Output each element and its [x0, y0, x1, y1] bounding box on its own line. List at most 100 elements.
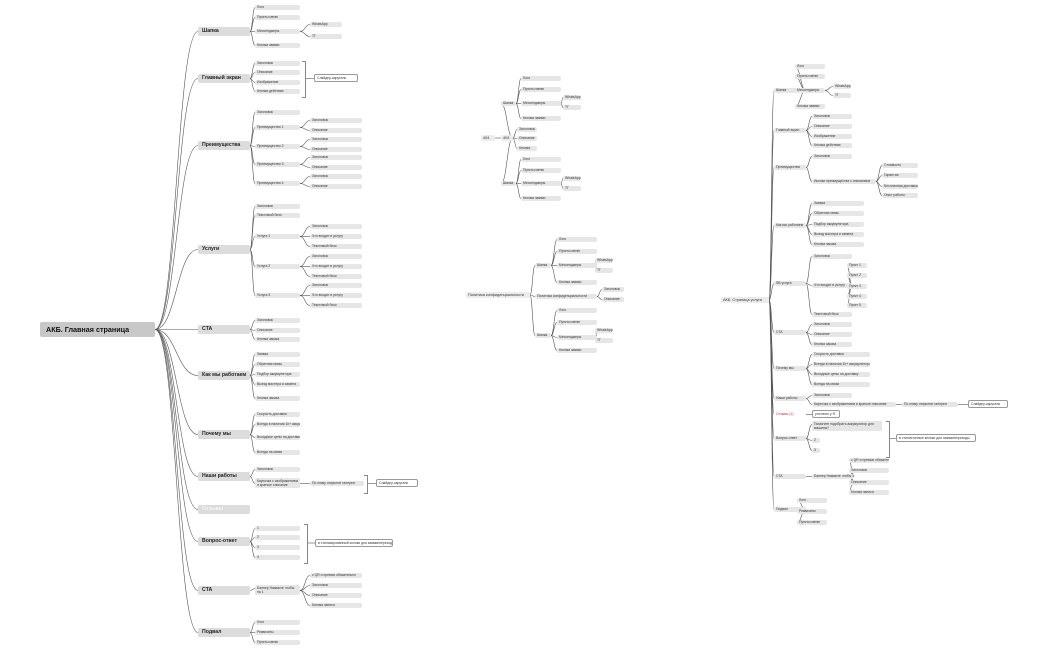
mind-map-node[interactable]: Мессенджеры: [255, 29, 300, 34]
service-section-how[interactable]: Как мы работаем: [774, 223, 806, 228]
mind-map-node[interactable]: ТГ: [563, 105, 581, 110]
mind-map-node[interactable]: Пункты меню: [557, 249, 597, 254]
service-sub[interactable]: Что входит в услугу: [310, 264, 362, 269]
mind-map-node[interactable]: Описание: [812, 332, 852, 337]
mind-map-node[interactable]: Пункт 4: [847, 294, 867, 299]
mind-map-node[interactable]: Всегда в наличии 1k+ аккумуляторов: [812, 362, 870, 367]
service-section-advantages[interactable]: Преимущества: [774, 165, 806, 170]
mind-map-node[interactable]: Описание: [517, 136, 537, 141]
mind-map-node[interactable]: Заявка: [812, 201, 864, 206]
mind-map-node[interactable]: Подбор аккумулятора: [812, 222, 864, 227]
mind-map-node[interactable]: Пункты меню: [797, 520, 827, 525]
mind-map-node[interactable]: Бесплатная доставка: [882, 184, 918, 189]
rs-faq-1[interactable]: Помогите подобрать аккумулятор для машин…: [812, 421, 882, 431]
adv-sub-desc[interactable]: Описание: [310, 184, 362, 189]
mind-map-node[interactable]: Пункты меню: [521, 87, 561, 92]
mind-map-node[interactable]: Заголовок: [310, 583, 362, 588]
section-faq[interactable]: Вопрос-ответ: [198, 537, 250, 546]
service-section-header[interactable]: Шапка: [774, 88, 806, 93]
section-reviews[interactable]: Отзывы: [198, 505, 250, 514]
root-node-404[interactable]: 404: [481, 135, 495, 141]
section-advantages[interactable]: Преимущества: [198, 141, 250, 150]
mind-map-node[interactable]: Лого: [521, 157, 561, 162]
mind-map-node[interactable]: ТГ: [595, 268, 613, 273]
rs-faq-3[interactable]: 3: [812, 448, 820, 453]
adv-sub-desc[interactable]: Описание: [310, 147, 362, 152]
mind-map-node[interactable]: Кнопка записи: [849, 490, 889, 495]
privacy-header[interactable]: Шапка: [535, 263, 551, 268]
mind-map-node[interactable]: Обратная связь: [812, 211, 864, 216]
mind-map-node[interactable]: Пункт 1: [847, 263, 867, 268]
mind-map-node[interactable]: WhatsApp: [310, 22, 342, 27]
mind-map-node[interactable]: Всегда на связи: [812, 382, 870, 387]
mind-map-node[interactable]: Изображение: [812, 134, 852, 139]
mind-map-node[interactable]: Заголовок: [812, 114, 852, 119]
mind-map-node[interactable]: Кнопка записи: [310, 603, 362, 608]
mind-map-node[interactable]: Пункт 2: [847, 273, 867, 278]
mind-map-node[interactable]: с QR и превью обязательно: [310, 573, 362, 578]
mind-map-node[interactable]: Реквизиты: [255, 630, 300, 635]
mind-map-node[interactable]: Подбор аккумулятора: [255, 372, 300, 377]
mind-map-node[interactable]: ТГ: [595, 338, 613, 343]
mind-map-node[interactable]: Описание: [310, 593, 362, 598]
mind-map-node[interactable]: Описание: [812, 124, 852, 129]
mind-map-node[interactable]: Мессенджеры: [521, 181, 561, 186]
mind-map-node[interactable]: Заголовок: [517, 127, 537, 132]
adv-sub-title[interactable]: Заголовок: [310, 137, 362, 142]
mind-map-node[interactable]: Всегда на связи: [255, 450, 300, 455]
mind-map-node[interactable]: 2: [255, 535, 300, 540]
rs-adv-icons[interactable]: Иконки преимущества с описанием: [812, 179, 876, 184]
service-sub[interactable]: Текстовый блок: [310, 274, 362, 279]
mind-map-node[interactable]: Описание: [602, 297, 624, 302]
mind-map-node[interactable]: WhatsApp: [563, 95, 581, 100]
mind-map-node[interactable]: Пункты меню: [557, 320, 597, 325]
page404-header[interactable]: Шапка: [501, 101, 516, 106]
adv-sub-desc[interactable]: Описание: [310, 128, 362, 133]
mind-map-node[interactable]: ТГ: [563, 186, 581, 191]
rs-seo-text[interactable]: Текстовый блок: [812, 312, 852, 317]
mind-map-node[interactable]: Скорость доставки: [255, 412, 300, 417]
mind-map-node[interactable]: Заголовок: [255, 61, 300, 66]
root-node-home[interactable]: АКБ. Главная страница: [40, 322, 155, 337]
mind-map-node[interactable]: Пункты меню: [521, 168, 561, 173]
mind-map-node[interactable]: Мессенджеры: [795, 88, 825, 93]
mind-map-node[interactable]: 4: [255, 555, 300, 560]
section-footer[interactable]: Подвал: [198, 628, 250, 637]
privacy-section[interactable]: Политика конфиденциальности: [535, 294, 597, 299]
mind-map-node[interactable]: Заявка: [255, 352, 300, 357]
mind-map-node[interactable]: Опыт работы: [882, 193, 918, 198]
service-section-hero[interactable]: Главный экран: [774, 128, 806, 133]
adv-sub-title[interactable]: Заголовок: [310, 118, 362, 123]
mind-map-node[interactable]: Описание: [849, 480, 889, 485]
mind-map-node[interactable]: Лого: [255, 620, 300, 625]
service-3[interactable]: Услуга 3: [255, 293, 300, 298]
mind-map-node[interactable]: Выезд мастера и замена: [255, 382, 300, 387]
mind-map-node[interactable]: Лого: [795, 64, 825, 69]
mind-map-node[interactable]: Пункты меню: [795, 74, 825, 79]
root-node-privacy[interactable]: Политика конфиденциальности: [466, 292, 530, 298]
service-sub[interactable]: Что входит в услугу: [310, 234, 362, 239]
section-hero[interactable]: Главный экран: [198, 74, 250, 83]
adv-title[interactable]: Заголовок: [255, 110, 300, 115]
mind-map-node[interactable]: Лого: [521, 76, 561, 81]
advantage-1[interactable]: Преимущество 1: [255, 125, 300, 130]
section-cta2[interactable]: CTA: [198, 586, 250, 595]
section-why[interactable]: Почему мы: [198, 430, 250, 439]
mind-map-node[interactable]: Кнопка заявки: [557, 280, 597, 285]
mind-map-node[interactable]: Кнопка: [517, 146, 537, 151]
works-title[interactable]: Заголовок: [255, 467, 300, 472]
mind-map-node[interactable]: Реквизиты: [797, 509, 827, 514]
works-gallery-action[interactable]: По клику открытие галереи: [310, 481, 364, 486]
mind-map-node[interactable]: Описание: [255, 70, 300, 75]
rs-faq-2[interactable]: 2: [812, 438, 820, 443]
mind-map-node[interactable]: WhatsApp: [595, 328, 613, 333]
service-sub[interactable]: Текстовый блок: [310, 303, 362, 308]
mind-map-node[interactable]: Кнопка заявки: [521, 196, 561, 201]
rs-cta-banner[interactable]: Баннер Нажмите чтобы 3: [812, 474, 854, 479]
service-sub[interactable]: Заголовок: [310, 254, 362, 259]
service-section-faq[interactable]: Вопрос-ответ: [774, 436, 806, 441]
rs-works-card[interactable]: Карточка с изображением и краткое описан…: [812, 402, 896, 407]
cta-banner[interactable]: Баннер Нажмите чтобы на 1: [255, 585, 300, 595]
mind-map-node[interactable]: ТГ: [833, 93, 851, 98]
mind-map-node[interactable]: 3: [255, 545, 300, 550]
